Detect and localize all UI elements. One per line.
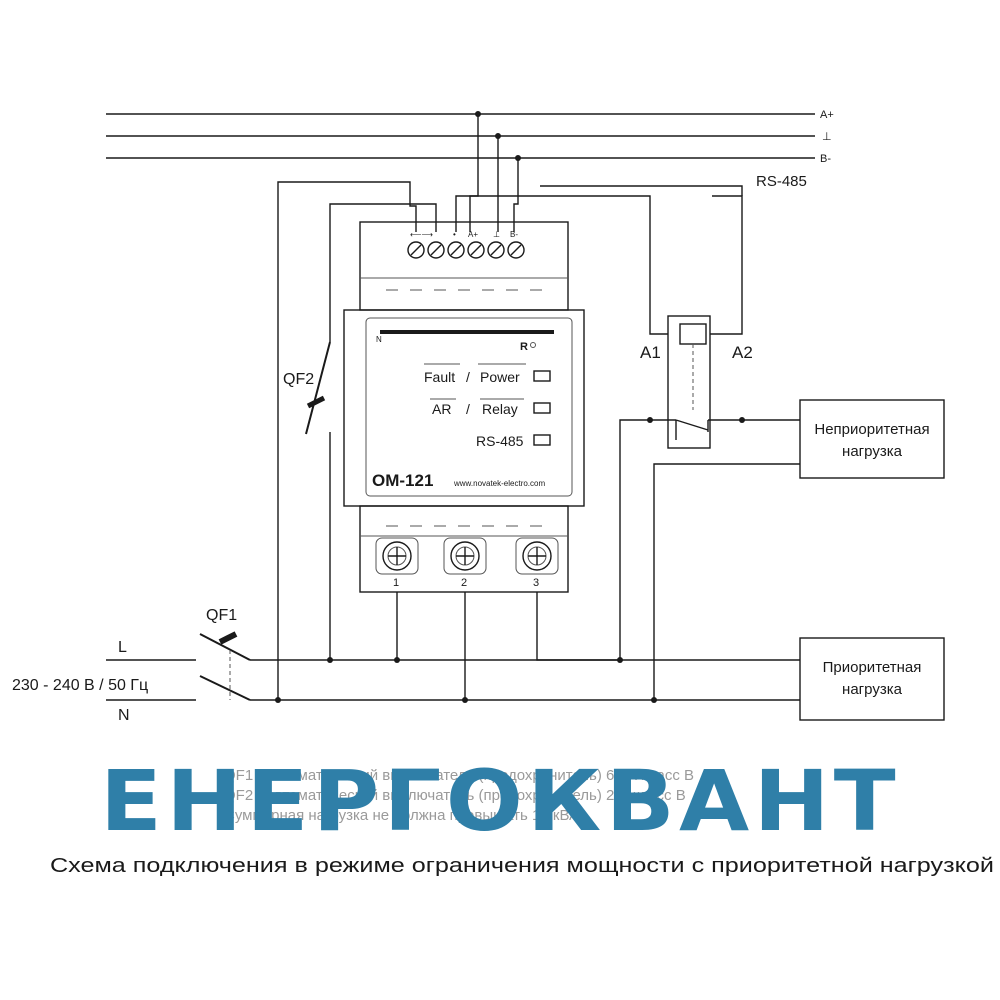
qf1-label: QF1 [206, 607, 237, 624]
qf2-breaker: QF2 [283, 341, 331, 435]
bus-drops [469, 114, 519, 232]
website-label: www.novatek-electro.com [453, 479, 545, 488]
priority-load-line1: Приоритетная [823, 659, 922, 676]
qf2-label: QF2 [283, 371, 314, 388]
note-total-load: Суммарная нагрузка не должна превышать 1… [224, 807, 579, 824]
bottom-terminals: 1 2 3 [375, 537, 559, 589]
indicator-row-fault-power: Fault / Power [424, 363, 551, 385]
logo-mark: N [376, 335, 382, 344]
brand-logo: ЕНЕРГОКВАНТ [100, 752, 900, 850]
power-wiring [106, 417, 800, 703]
indicator-r-label: R [520, 341, 528, 353]
top-terminal-dot: • [453, 230, 456, 239]
terminal-1-label: 1 [393, 577, 399, 589]
a2-label: A2 [732, 343, 753, 362]
terminal-3-label: 3 [533, 577, 539, 589]
terminal-2-label: 2 [461, 577, 467, 589]
display-bar [380, 330, 554, 334]
supply-voltage-label: 230 - 240 В / 50 Гц [12, 677, 148, 694]
priority-load: Приоритетная нагрузка [799, 637, 945, 721]
top-terminal-b-minus: B- [510, 230, 518, 239]
rs485-panel-label: RS-485 [476, 433, 524, 449]
model-label: OM-121 [372, 471, 433, 490]
neutral-label: N [118, 707, 130, 724]
top-terminal-ground: ⊥ [493, 230, 500, 239]
svg-text:/: / [466, 401, 470, 417]
phase-label: L [118, 639, 127, 656]
diagram-caption: Схема подключения в режиме ограничения м… [50, 855, 994, 877]
control-wiring [277, 181, 743, 700]
relay-led [533, 402, 551, 414]
priority-load-line2: нагрузка [842, 681, 903, 698]
qf1-breaker: QF1 [196, 607, 251, 701]
fault-label: Fault [424, 369, 455, 385]
note-qf2: QF2 - автоматический выключатель (предох… [224, 787, 686, 804]
bus-ground-label: ⊥ [822, 131, 832, 143]
a1-label: A1 [640, 343, 661, 362]
bus-a-plus-label: A+ [820, 109, 834, 121]
non-priority-load: Неприоритетная нагрузка [799, 399, 945, 479]
contactor: A1 A2 [640, 315, 753, 449]
relay-label: Relay [482, 401, 518, 417]
top-relay-symbol: ⟵⟶ [410, 230, 433, 239]
non-priority-load-line1: Неприоритетная [814, 421, 929, 438]
non-priority-load-line2: нагрузка [842, 443, 903, 460]
ar-label: AR [432, 401, 451, 417]
power-label: Power [480, 369, 520, 385]
indicator-row-ar-relay: AR / Relay [430, 398, 551, 417]
svg-text:/: / [466, 369, 470, 385]
indicator-row-rs485: RS-485 [476, 433, 551, 449]
bus-b-minus-label: B- [820, 153, 831, 165]
top-terminals: ⟵⟶ • A+ ⊥ B- [407, 230, 525, 259]
rs485-label: RS-485 [756, 173, 807, 190]
om-121-device: ⟵⟶ • A+ ⊥ B- N R Fault / Power AR / Rela… [343, 221, 585, 593]
note-qf1: QF1 - автоматический выключатель (предох… [224, 767, 694, 784]
power-led [533, 370, 551, 382]
top-terminal-a-plus: A+ [468, 230, 478, 239]
rs485-bus: A+ ⊥ B- RS-485 [106, 109, 834, 190]
rs485-led [533, 434, 551, 446]
notes: QF1 - автоматический выключатель (предох… [224, 767, 694, 824]
